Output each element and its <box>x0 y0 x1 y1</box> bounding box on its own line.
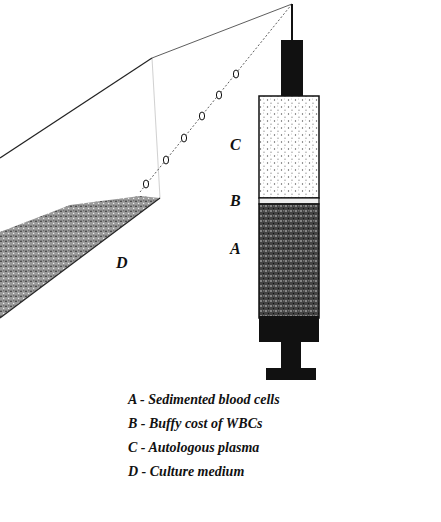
culture-tube <box>0 58 160 318</box>
guide-line <box>152 4 292 58</box>
part-letter: C <box>230 136 241 154</box>
part-letter: B <box>230 192 241 210</box>
part-letter: D <box>116 254 128 272</box>
syringe <box>259 4 319 380</box>
drops <box>143 70 238 188</box>
key-entry: D - Culture medium <box>128 464 244 479</box>
key-entry: B - Buffy cost of WBCs <box>128 416 262 431</box>
key-entry: C - Autologous plasma <box>128 440 259 455</box>
part-letter: A <box>230 240 241 258</box>
key-entry: A - Sedimented blood cells <box>128 392 280 407</box>
